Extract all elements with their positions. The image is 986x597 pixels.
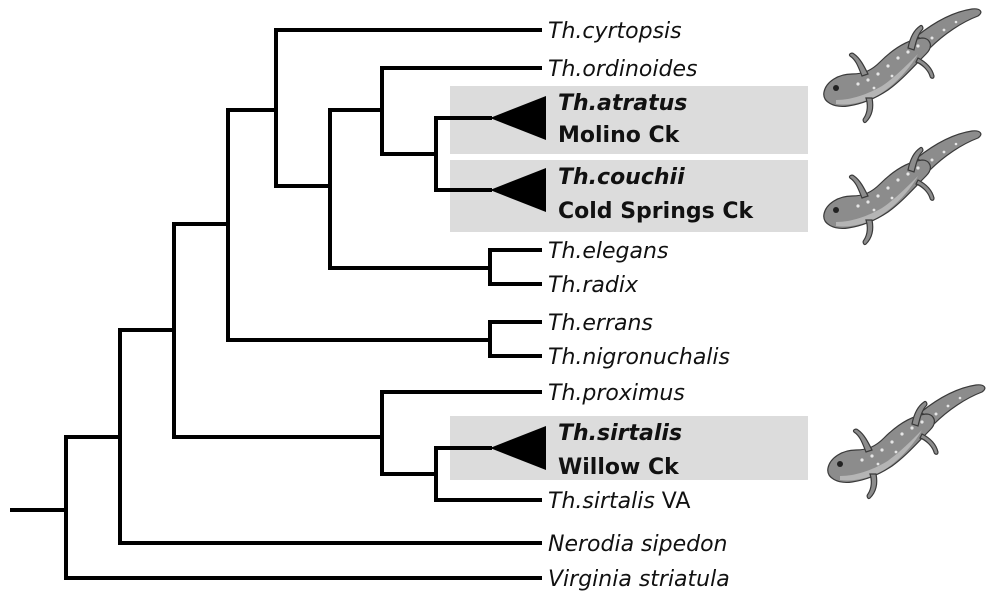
taxon-label-proximus: Th.proximus xyxy=(548,381,685,406)
taxon-label-radix: Th.radix xyxy=(548,273,639,298)
taxon-label-nerodia: Nerodia sipedon xyxy=(548,532,728,557)
newt-icon xyxy=(824,131,981,245)
taxon-label-atratus: Th.atratus xyxy=(558,91,687,116)
newt-icon xyxy=(824,9,981,123)
taxon-suffix-sirtalis-va: VA xyxy=(655,489,691,514)
location-label-atratus: Molino Ck xyxy=(558,123,681,148)
taxon-label-couchii: Th.couchii xyxy=(558,165,685,190)
taxon-label-sirtalis-va: Th.sirtalis VA xyxy=(548,489,690,514)
taxon-label-sirtalis: Th.sirtalis xyxy=(558,421,682,446)
taxon-label-elegans: Th.elegans xyxy=(548,239,668,264)
location-label-sirtalis: Willow Ck xyxy=(558,455,680,480)
taxon-label-virginia: Virginia striatula xyxy=(548,567,730,592)
taxon-label-errans: Th.errans xyxy=(548,311,653,336)
taxon-name-sirtalis-va: Th.sirtalis xyxy=(548,489,655,514)
taxon-label-nigronuchalis: Th.nigronuchalis xyxy=(548,345,730,370)
location-label-couchii: Cold Springs Ck xyxy=(558,199,755,224)
taxon-label-ordinoides: Th.ordinoides xyxy=(548,57,697,82)
newt-icon xyxy=(828,385,985,499)
taxon-label-cyrtopsis: Th.cyrtopsis xyxy=(548,19,682,44)
